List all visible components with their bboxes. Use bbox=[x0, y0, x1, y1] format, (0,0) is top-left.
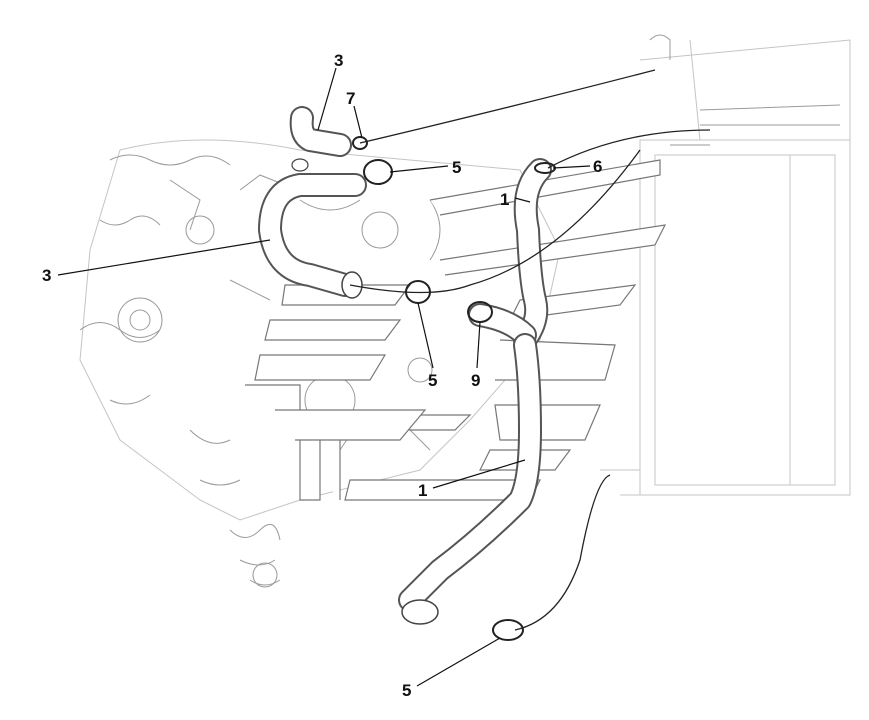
callout-5-lower: 5 bbox=[402, 681, 411, 700]
clamp-5-upper bbox=[363, 159, 393, 185]
clamp-5-lower bbox=[492, 619, 524, 641]
callout-3-top: 3 bbox=[334, 51, 343, 70]
lower-hose-1 bbox=[398, 333, 542, 625]
vent-lines bbox=[349, 69, 711, 631]
callout-1-upper: 1 bbox=[500, 190, 509, 209]
callout-9: 9 bbox=[471, 371, 480, 390]
leader-lines bbox=[57, 67, 591, 687]
callout-7: 7 bbox=[346, 89, 355, 108]
radiator-hose-1 bbox=[468, 158, 552, 352]
callout-6: 6 bbox=[593, 157, 602, 176]
callout-1-lower: 1 bbox=[418, 481, 427, 500]
callout-3-left: 3 bbox=[42, 266, 51, 285]
mounting-brackets bbox=[245, 159, 667, 501]
callout-5-middle: 5 bbox=[428, 371, 437, 390]
radiator-outline bbox=[600, 34, 851, 496]
clamp-7 bbox=[352, 136, 368, 150]
callout-5-upper: 5 bbox=[452, 158, 461, 177]
upper-hose-3 bbox=[258, 106, 367, 299]
callout-labels: 3 7 5 6 1 3 5 9 1 5 bbox=[42, 51, 602, 700]
